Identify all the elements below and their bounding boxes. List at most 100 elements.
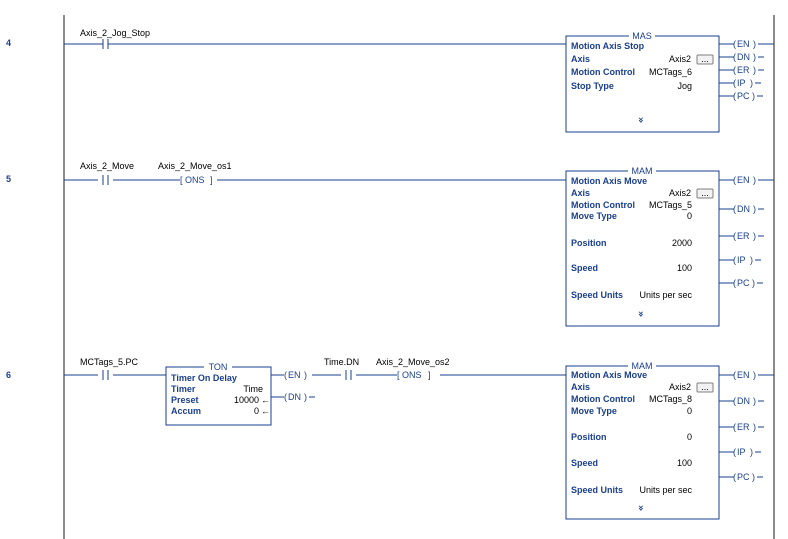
svg-text:[: [	[180, 175, 183, 185]
row-label-position: Position	[571, 238, 607, 248]
output-er: ER	[737, 422, 750, 432]
output-ip: IP	[737, 255, 746, 265]
row-value-move-type: 0	[687, 211, 692, 221]
row-value-move-type: 0	[687, 406, 692, 416]
svg-text:): )	[753, 65, 756, 75]
svg-text:(: (	[284, 370, 287, 380]
rung-number: 5	[6, 174, 11, 184]
svg-text:): )	[752, 278, 755, 288]
block-title: Motion Axis Move	[571, 370, 647, 380]
svg-text:(: (	[733, 78, 736, 88]
rung-5[interactable]: 5 Axis_2_Move Axis_2_Move_os1 [ ONS ] MA…	[6, 161, 774, 327]
svg-text:[: [	[397, 370, 400, 380]
output-dn: DN	[737, 204, 750, 214]
svg-text:): )	[753, 396, 756, 406]
ons-label: ONS	[402, 370, 422, 380]
output-pc: PC	[737, 278, 750, 288]
mam-instruction-block[interactable]: MAM Motion Axis Move Axis Axis2 ... Moti…	[565, 361, 720, 520]
rung-6[interactable]: 6 MCTags_5.PC TON Timer On Delay Timer T…	[6, 357, 774, 520]
row-label-move-type: Move Type	[571, 406, 617, 416]
row-label-speed-units: Speed Units	[571, 485, 623, 495]
svg-text:]: ]	[210, 175, 213, 185]
expand-toggle-icon[interactable]: »	[635, 117, 646, 123]
svg-text:(: (	[733, 175, 736, 185]
row-label-axis: Axis	[571, 54, 590, 64]
mas-instruction-block[interactable]: MAS Motion Axis Stop Axis Axis2 ... Moti…	[565, 31, 720, 133]
svg-text:): )	[752, 472, 755, 482]
xic-contact[interactable]: MCTags_5.PC	[80, 357, 139, 380]
timer-output-en: EN	[288, 370, 301, 380]
row-label-timer: Timer	[171, 384, 196, 394]
row-label-motion-control: Motion Control	[571, 67, 635, 77]
ons-instruction[interactable]: Axis_2_Move_os2 [ ONS ]	[376, 357, 450, 380]
row-label-stop-type: Stop Type	[571, 81, 614, 91]
row-value-motion-control: MCTags_6	[649, 67, 692, 77]
xic-contact-2[interactable]: Time.DN	[324, 357, 359, 380]
svg-text:(: (	[733, 204, 736, 214]
block-title: Timer On Delay	[171, 373, 237, 383]
output-en: EN	[737, 175, 750, 185]
row-value-position: 0	[687, 432, 692, 442]
svg-text:): )	[753, 52, 756, 62]
timer-outputs: (EN) (DN)	[271, 370, 315, 402]
row-label-axis: Axis	[571, 382, 590, 392]
row-value-speed-units: Units per sec	[639, 485, 692, 495]
row-value-motion-control: MCTags_5	[649, 200, 692, 210]
svg-text:): )	[304, 392, 307, 402]
output-coils: (EN) (DN) (ER) (IP) (PC)	[719, 175, 774, 288]
axis-browse-button[interactable]: ...	[696, 188, 714, 199]
row-value-axis: Axis2	[669, 188, 691, 198]
block-name: MAS	[632, 31, 652, 41]
row-label-move-type: Move Type	[571, 211, 617, 221]
output-er: ER	[737, 65, 750, 75]
output-ip: IP	[737, 78, 746, 88]
row-value-accum: 0	[254, 406, 259, 416]
row-value-motion-control: MCTags_8	[649, 394, 692, 404]
row-value-position: 2000	[672, 238, 692, 248]
contact-tag: Time.DN	[324, 357, 359, 367]
timer-output-dn: DN	[288, 392, 301, 402]
ons-instruction[interactable]: Axis_2_Move_os1 [ ONS ]	[158, 161, 232, 185]
output-en: EN	[737, 39, 750, 49]
block-name: MAM	[632, 166, 653, 176]
xic-contact[interactable]: Axis_2_Jog_Stop	[80, 28, 150, 49]
output-er: ER	[737, 231, 750, 241]
svg-text:(: (	[733, 447, 736, 457]
block-title: Motion Axis Stop	[571, 41, 645, 51]
row-label-speed: Speed	[571, 263, 598, 273]
svg-text:): )	[753, 231, 756, 241]
mam-instruction-block[interactable]: MAM Motion Axis Move Axis Axis2 ... Moti…	[565, 166, 720, 327]
svg-text:(: (	[733, 91, 736, 101]
output-ip: IP	[737, 447, 746, 457]
contact-tag: MCTags_5.PC	[80, 357, 139, 367]
axis-browse-button[interactable]: ...	[696, 54, 714, 65]
rung-4[interactable]: 4 Axis_2_Jog_Stop MAS Motion Axis Stop A…	[6, 28, 774, 133]
svg-text:): )	[753, 422, 756, 432]
axis-browse-button[interactable]: ...	[696, 382, 714, 393]
svg-text:): )	[753, 175, 756, 185]
ton-timer-block[interactable]: TON Timer On Delay Timer Time Preset 100…	[165, 362, 272, 426]
row-value-timer: Time	[243, 384, 263, 394]
output-coils: (EN) (DN) (ER) (IP) (PC)	[719, 39, 774, 101]
expand-toggle-icon[interactable]: »	[635, 505, 646, 511]
svg-text:): )	[750, 255, 753, 265]
svg-text:): )	[750, 78, 753, 88]
svg-text:(: (	[733, 370, 736, 380]
preset-arrow-icon: ←	[261, 395, 270, 405]
svg-text:(: (	[733, 52, 736, 62]
svg-text:(: (	[733, 472, 736, 482]
svg-text:): )	[753, 204, 756, 214]
svg-text:(: (	[733, 255, 736, 265]
row-label-preset: Preset	[171, 395, 199, 405]
xic-contact[interactable]: Axis_2_Move	[80, 161, 134, 185]
output-en: EN	[737, 370, 750, 380]
ons-tag: Axis_2_Move_os2	[376, 357, 450, 367]
svg-text:): )	[304, 370, 307, 380]
row-label-axis: Axis	[571, 188, 590, 198]
svg-text:(: (	[733, 39, 736, 49]
accum-arrow-icon: ←	[261, 406, 270, 416]
svg-text:...: ...	[701, 382, 709, 392]
expand-toggle-icon[interactable]: »	[635, 311, 646, 317]
output-pc: PC	[737, 472, 750, 482]
